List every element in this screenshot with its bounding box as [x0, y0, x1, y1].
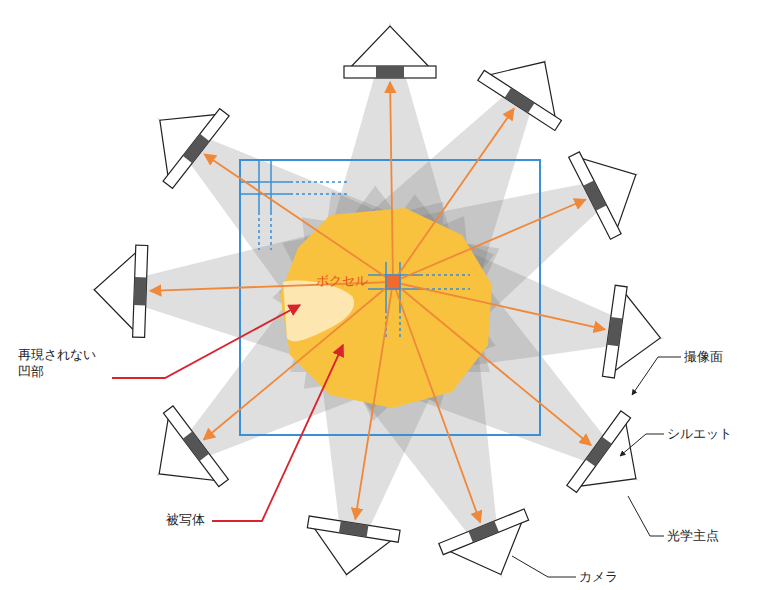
camera [439, 509, 544, 590]
silhouette [183, 134, 210, 163]
image-plane [602, 285, 627, 378]
projection-ray [390, 82, 393, 282]
cameras [93, 26, 667, 590]
silhouette [586, 437, 612, 467]
callout-label: 撮像面 [684, 349, 723, 366]
camera-body [443, 515, 542, 590]
camera [344, 26, 436, 78]
callout-label: カメラ [579, 569, 618, 586]
silhouette [468, 521, 498, 543]
view-cone [95, 39, 494, 412]
callout-label: 光学主点 [667, 528, 719, 545]
camera [132, 84, 230, 189]
image-plane [478, 70, 562, 130]
callout-label: 再現されない 凹部 [18, 347, 110, 381]
image-plane [133, 245, 148, 337]
camera [93, 244, 148, 338]
projection-ray [204, 154, 393, 282]
image-plane [163, 406, 228, 487]
leader-lines [112, 305, 343, 521]
camera-body [346, 26, 434, 72]
camera [301, 516, 400, 582]
camera [131, 406, 228, 511]
silhouette [607, 317, 623, 346]
image-plane [344, 66, 436, 78]
silhouette [134, 277, 147, 305]
image-plane [439, 509, 529, 555]
image-plane [163, 109, 229, 189]
silhouette [505, 88, 535, 113]
view-cones [87, 4, 698, 590]
concave-region [283, 281, 354, 342]
callout-lines [512, 357, 681, 577]
projection-ray [393, 200, 586, 283]
voxel [386, 275, 400, 289]
camera [478, 37, 583, 131]
camera [569, 134, 657, 240]
camera [602, 285, 666, 383]
voxel-label: ボクセル [316, 273, 368, 290]
image-plane [569, 152, 621, 239]
subject [280, 208, 492, 408]
projection-ray [393, 282, 605, 329]
projection-ray [355, 282, 393, 519]
silhouette [183, 431, 209, 461]
callout-label: シルエット [667, 426, 732, 443]
camera [567, 411, 663, 516]
projection-ray [393, 282, 480, 522]
image-plane [307, 516, 400, 542]
silhouette [583, 180, 606, 210]
image-plane [567, 411, 631, 492]
camera-body [575, 136, 656, 235]
callout-label: 被写体 [166, 512, 205, 529]
silhouette [376, 66, 404, 78]
view-cone [95, 39, 494, 412]
silhouette [339, 521, 369, 537]
projection-rays [150, 82, 605, 522]
